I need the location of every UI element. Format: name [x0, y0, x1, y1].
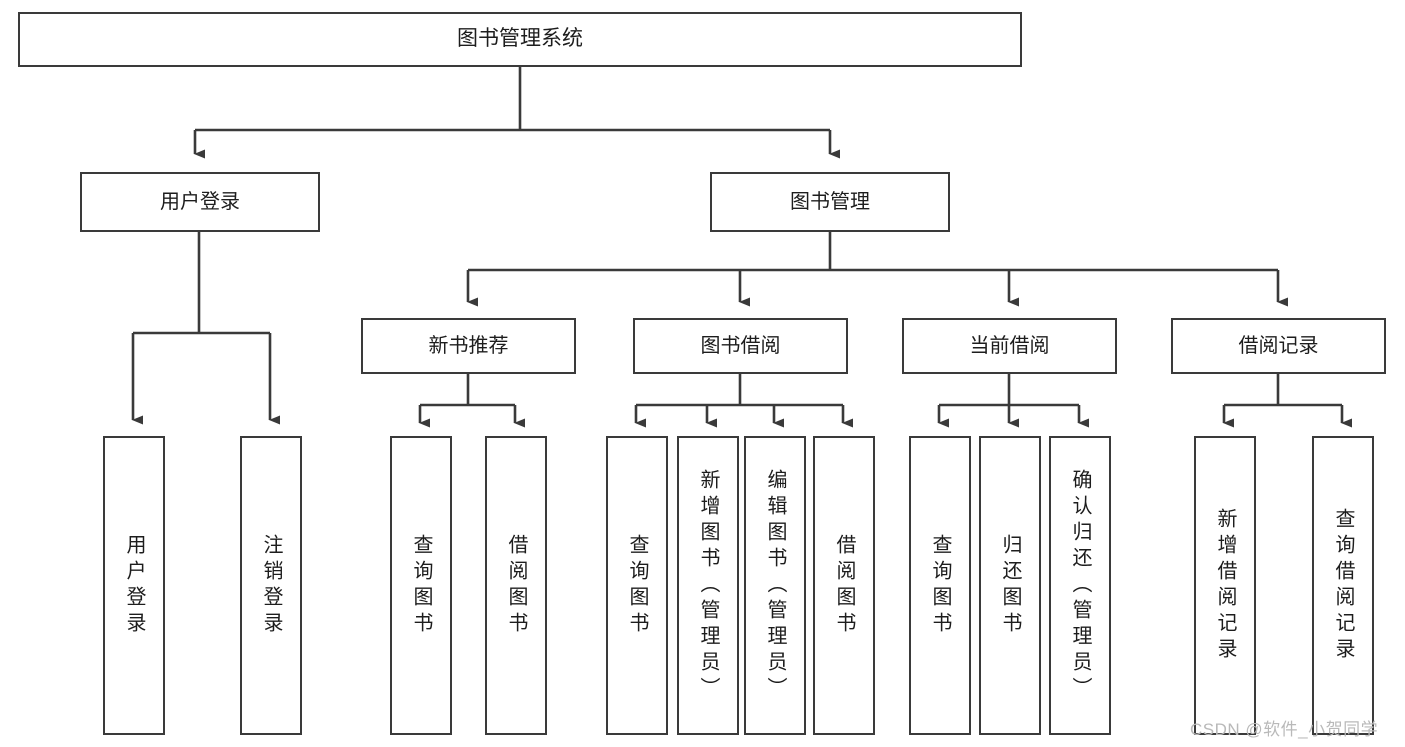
node-label: 图书借阅	[700, 334, 781, 357]
node-root-system[interactable]: 图书管理系统	[18, 12, 1022, 67]
node-label: 用户登录	[123, 533, 145, 638]
node-borrow-record[interactable]: 借阅记录	[1171, 318, 1386, 374]
node-new-book-recommend[interactable]: 新书推荐	[361, 318, 576, 374]
node-label: 图书管理系统	[457, 27, 583, 51]
leaf-query-book-current[interactable]: 查询图书	[909, 436, 971, 735]
leaf-query-book-borrow[interactable]: 查询图书	[606, 436, 668, 735]
node-label: 新书推荐	[428, 334, 509, 357]
node-label: 查询图书	[626, 533, 648, 638]
node-label: 图书管理	[790, 190, 870, 213]
node-current-borrow[interactable]: 当前借阅	[902, 318, 1117, 374]
leaf-confirm-return-admin[interactable]: 确认归还（管理员）	[1049, 436, 1111, 735]
node-label: 借阅图书	[505, 533, 527, 638]
leaf-add-book-admin[interactable]: 新增图书（管理员）	[677, 436, 739, 735]
node-label: 确认归还（管理员）	[1069, 468, 1091, 703]
node-label: 借阅图书	[833, 533, 855, 638]
node-label: 查询图书	[929, 533, 951, 638]
leaf-logout-login[interactable]: 注销登录	[240, 436, 302, 735]
node-label: 当前借阅	[969, 334, 1050, 357]
leaf-query-borrow-record[interactable]: 查询借阅记录	[1312, 436, 1374, 735]
leaf-edit-book-admin[interactable]: 编辑图书（管理员）	[744, 436, 806, 735]
leaf-borrow-book-borrow[interactable]: 借阅图书	[813, 436, 875, 735]
node-label: 编辑图书（管理员）	[764, 468, 786, 703]
leaf-query-book-recommend[interactable]: 查询图书	[390, 436, 452, 735]
node-label: 新增借阅记录	[1214, 507, 1236, 664]
node-user-login[interactable]: 用户登录	[80, 172, 320, 232]
leaf-borrow-book-recommend[interactable]: 借阅图书	[485, 436, 547, 735]
node-label: 借阅记录	[1238, 334, 1319, 357]
leaf-user-login[interactable]: 用户登录	[103, 436, 165, 735]
node-book-manage[interactable]: 图书管理	[710, 172, 950, 232]
node-label: 新增图书（管理员）	[697, 468, 719, 703]
node-label: 用户登录	[160, 190, 240, 213]
node-book-borrow[interactable]: 图书借阅	[633, 318, 848, 374]
leaf-add-borrow-record[interactable]: 新增借阅记录	[1194, 436, 1256, 735]
node-label: 查询借阅记录	[1332, 507, 1354, 664]
csdn-watermark: CSDN @软件_小贺同学	[1190, 720, 1379, 739]
node-label: 注销登录	[260, 533, 282, 638]
leaf-return-book[interactable]: 归还图书	[979, 436, 1041, 735]
node-label: 查询图书	[410, 533, 432, 638]
node-label: 归还图书	[999, 533, 1021, 638]
